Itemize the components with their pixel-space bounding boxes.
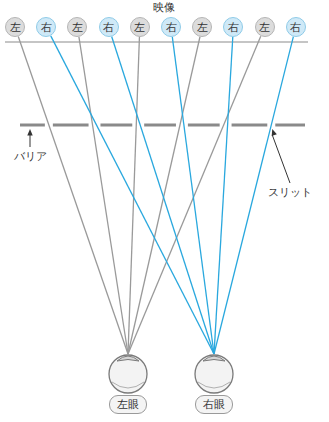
barrier-segment: [275, 124, 305, 127]
pixel-label: 左: [197, 22, 208, 33]
pixel-label: 左: [10, 22, 21, 33]
pixel-circle: 右: [161, 17, 181, 37]
pixel-circle: 左: [255, 17, 275, 37]
barrier-segment: [53, 124, 89, 127]
pixel-circle: 左: [67, 17, 87, 37]
pixel-label: 右: [228, 22, 239, 33]
slit-label: スリット: [267, 186, 313, 199]
pixel-label: 右: [103, 22, 114, 33]
barrier-segment: [100, 124, 132, 127]
light-ray: [79, 37, 128, 354]
pixel-circle: 右: [223, 17, 243, 37]
pixel-label: 左: [259, 22, 270, 33]
light-ray: [51, 36, 214, 354]
pixel-circle: 左: [5, 17, 25, 37]
light-ray: [172, 37, 214, 354]
light-ray: [128, 37, 139, 354]
pixel-circle: 右: [36, 17, 56, 37]
eye-label: 右眼: [195, 395, 233, 414]
pointer-arrow: [272, 129, 290, 183]
eyeball: [98, 352, 158, 394]
pixel-circle: 右: [99, 17, 119, 37]
eye-figure: 右眼: [184, 352, 244, 414]
diagram-title: 映像: [153, 1, 175, 14]
barrier-segment: [188, 124, 220, 127]
eye-figure: 左眼: [98, 352, 158, 414]
pixel-label: 右: [41, 22, 52, 33]
barrier-segment: [20, 124, 45, 127]
light-ray: [18, 36, 128, 354]
pointer-arrows: [27, 129, 290, 183]
barrier-segment: [144, 124, 176, 127]
pixel-circle: 左: [192, 17, 212, 37]
rays: [18, 36, 293, 354]
pixel-label: 右: [290, 22, 301, 33]
barrier-label: バリア: [13, 150, 48, 163]
light-ray: [128, 36, 261, 354]
pixel-circle: 左: [130, 17, 150, 37]
barrier-segment: [232, 124, 268, 127]
display-line: [5, 41, 308, 42]
pixel-label: 左: [72, 22, 83, 33]
light-ray: [214, 37, 233, 354]
pixel-label: 左: [134, 22, 145, 33]
eyeball: [184, 352, 244, 394]
eye-label: 左眼: [109, 395, 147, 414]
barrier: [20, 125, 305, 126]
pixel-label: 右: [166, 22, 177, 33]
pointer-arrow: [27, 129, 32, 147]
light-ray: [112, 37, 214, 354]
pixel-circle: 右: [286, 17, 306, 37]
